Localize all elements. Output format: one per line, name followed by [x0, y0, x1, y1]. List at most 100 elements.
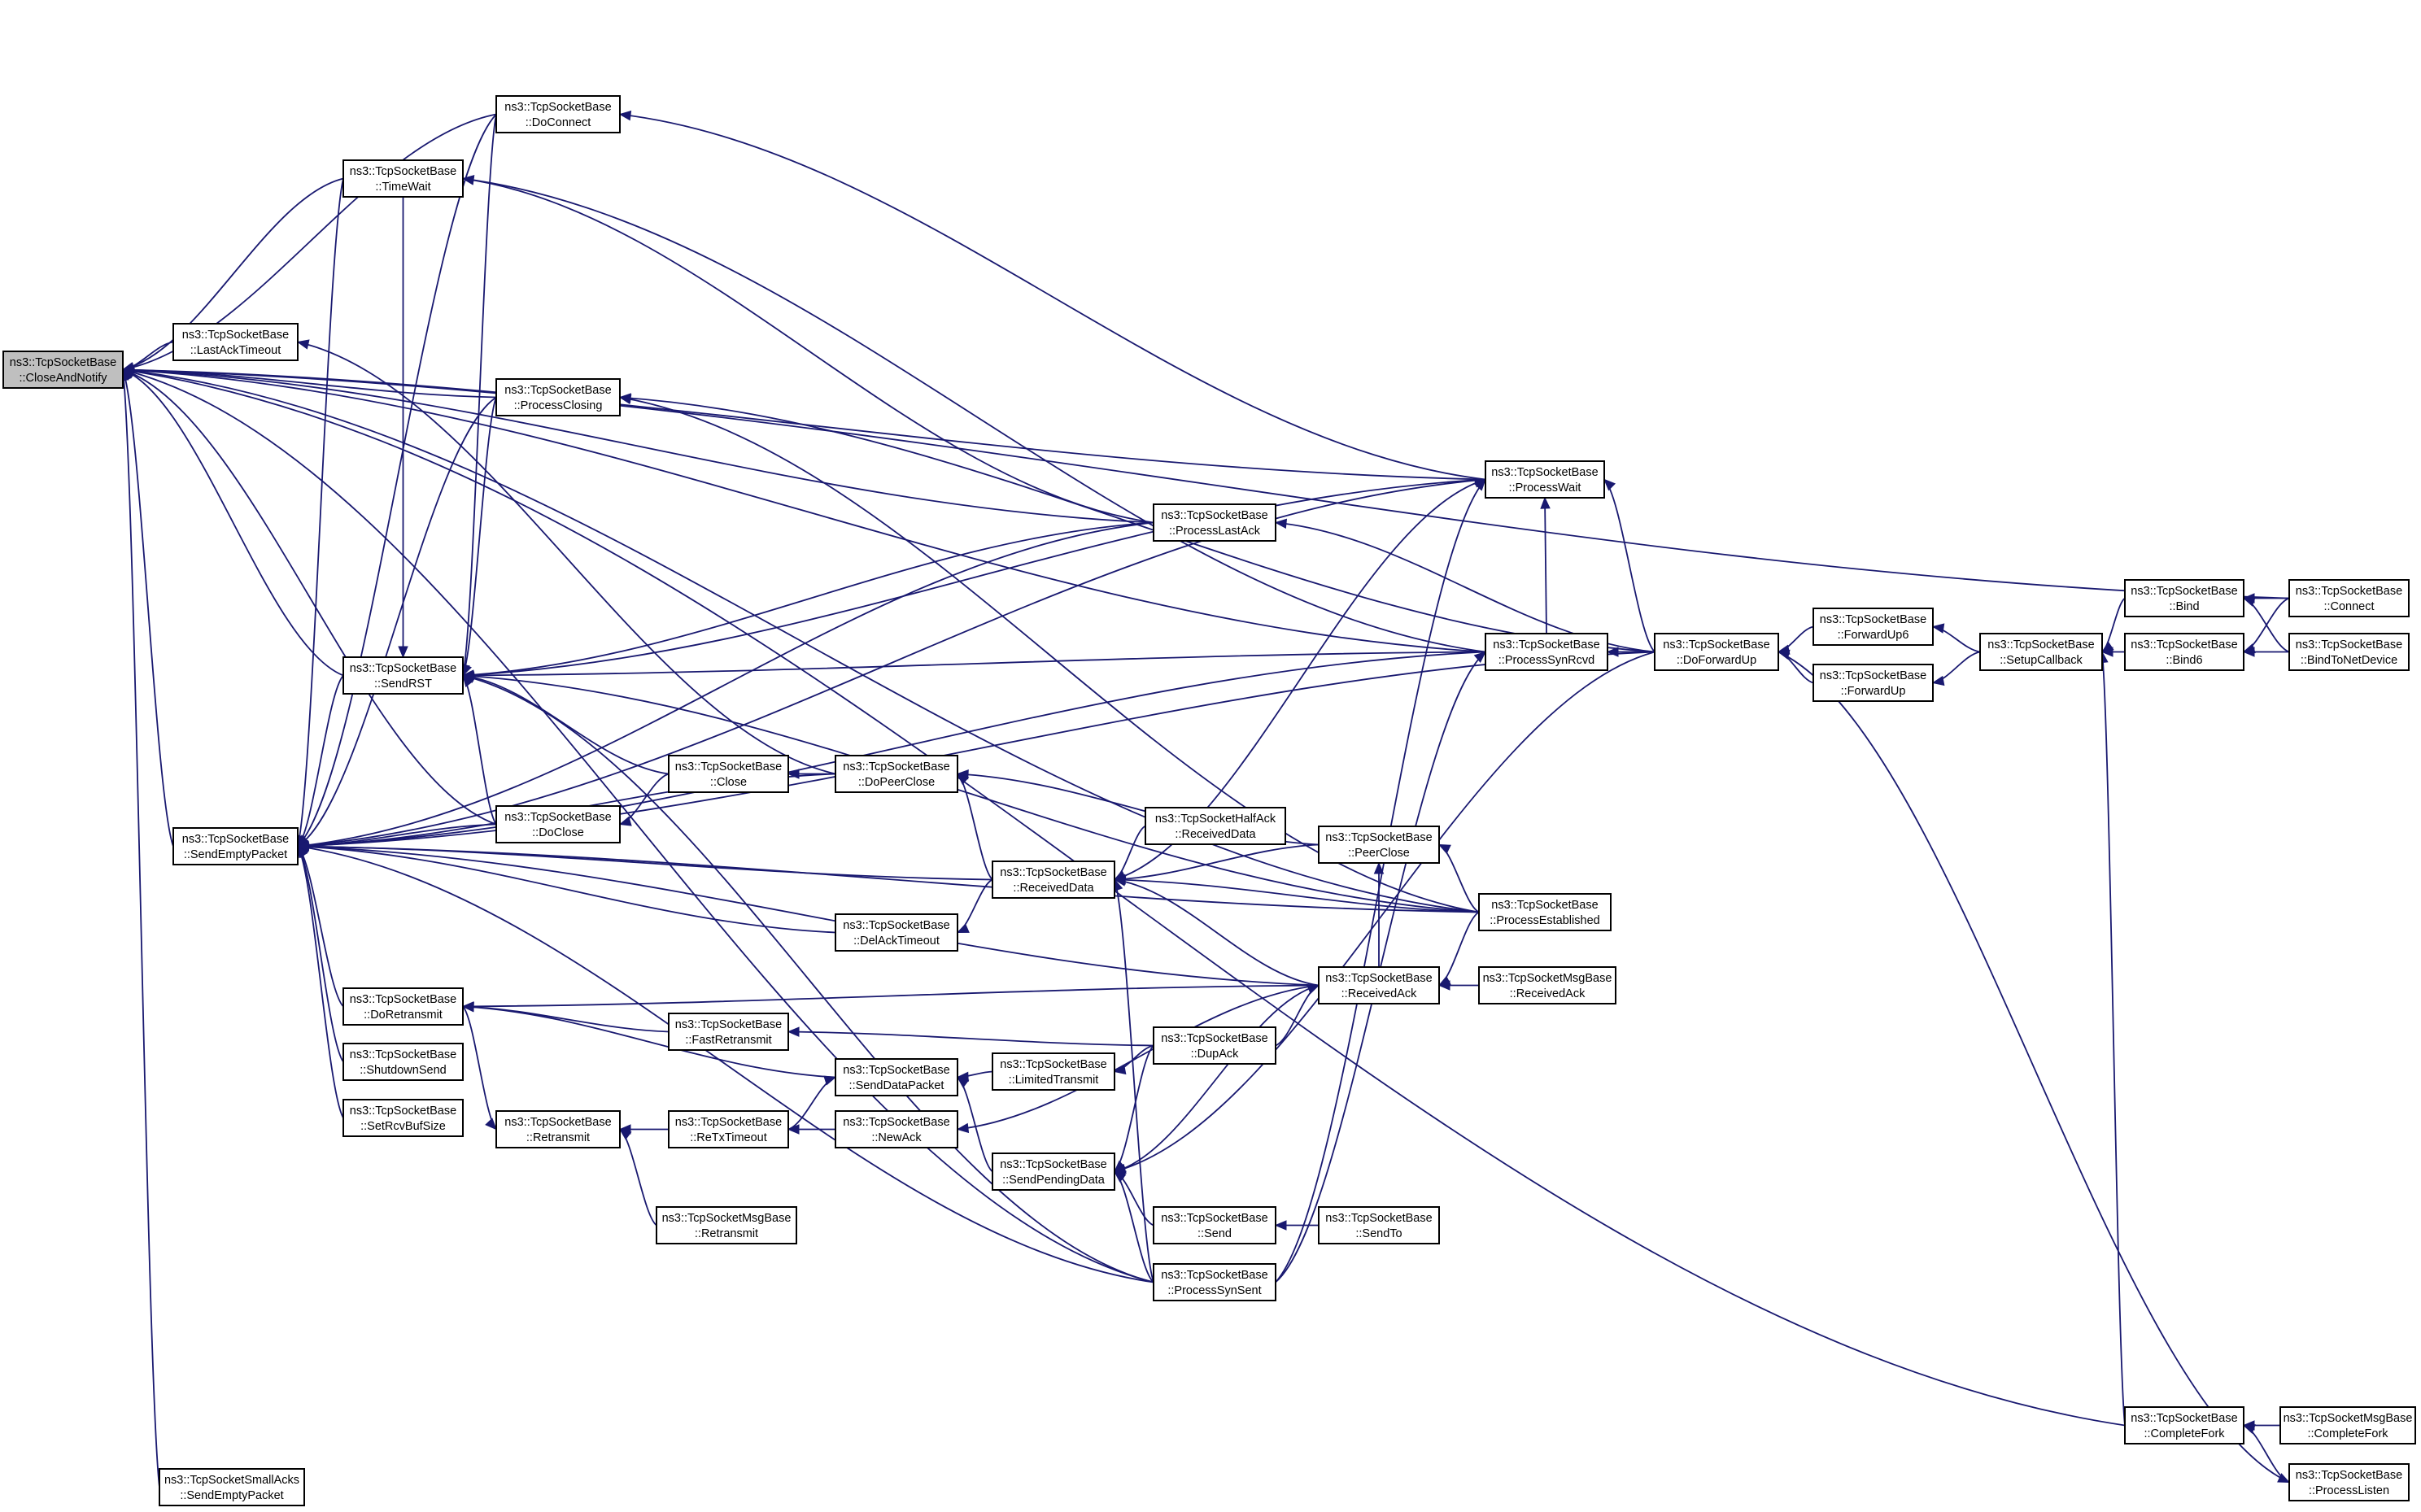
node-doforwardup[interactable]: ns3::TcpSocketBase::DoForwardUp	[1654, 633, 1779, 671]
node-setupcallback[interactable]: ns3::TcpSocketBase::SetupCallback	[1979, 633, 2103, 671]
node-box[interactable]	[992, 1052, 1115, 1091]
node-box[interactable]	[1145, 807, 1286, 845]
node-forwardup[interactable]: ns3::TcpSocketBase::ForwardUp	[1812, 664, 1934, 702]
node-box[interactable]	[992, 1153, 1115, 1191]
node-label-method: ::DoClose	[532, 826, 584, 839]
node-box[interactable]	[342, 987, 464, 1026]
node-box[interactable]	[495, 805, 621, 843]
node-box[interactable]	[2288, 579, 2410, 617]
node-dopeerclose[interactable]: ns3::TcpSocketBase::DoPeerClose	[835, 755, 958, 793]
node-close[interactable]: ns3::TcpSocketBase::Close	[668, 755, 789, 793]
node-processlisten[interactable]: ns3::TcpSocketBase::ProcessListen	[2288, 1463, 2410, 1501]
node-box[interactable]	[1318, 966, 1440, 1004]
node-processestablished[interactable]: ns3::TcpSocketBase::ProcessEstablished	[1478, 893, 1612, 931]
edge-receivedack-to-newack	[957, 984, 1320, 1131]
node-box[interactable]	[668, 1110, 789, 1148]
node-closeandnotify[interactable]: ns3::TcpSocketBase::CloseAndNotify	[2, 351, 124, 389]
node-fastretransmit[interactable]: ns3::TcpSocketBase::FastRetransmit	[668, 1013, 789, 1051]
node-box[interactable]	[835, 913, 958, 952]
edge-doretransmit-to-sendemptypacket	[297, 845, 344, 1008]
node-bind[interactable]: ns3::TcpSocketBase::Bind	[2124, 579, 2244, 617]
node-box[interactable]	[835, 1058, 958, 1096]
node-msgreceivedack[interactable]: ns3::TcpSocketMsgBase::ReceivedAck	[1478, 966, 1616, 1004]
edge-doforwardup-to-sendpendingdata	[1114, 651, 1655, 1173]
node-retransmit[interactable]: ns3::TcpSocketBase::Retransmit	[495, 1110, 621, 1148]
node-box[interactable]	[342, 159, 464, 198]
node-box[interactable]	[2288, 1463, 2410, 1501]
node-box[interactable]	[992, 861, 1115, 899]
node-box[interactable]	[1485, 633, 1608, 671]
node-peerclose[interactable]: ns3::TcpSocketBase::PeerClose	[1318, 826, 1440, 864]
node-box[interactable]	[2124, 579, 2244, 617]
node-sendemptypacket[interactable]: ns3::TcpSocketBase::SendEmptyPacket	[172, 827, 299, 865]
node-newack[interactable]: ns3::TcpSocketBase::NewAck	[835, 1110, 958, 1148]
node-senddatapacket[interactable]: ns3::TcpSocketBase::SendDataPacket	[835, 1058, 958, 1096]
node-box[interactable]	[1478, 966, 1616, 1004]
node-box[interactable]	[1812, 664, 1934, 702]
node-sendto[interactable]: ns3::TcpSocketBase::SendTo	[1318, 1206, 1440, 1244]
node-box[interactable]	[1485, 460, 1605, 499]
node-box[interactable]	[1478, 893, 1612, 931]
node-box[interactable]	[2288, 633, 2410, 671]
node-box[interactable]	[1153, 1026, 1276, 1065]
node-box[interactable]	[668, 755, 789, 793]
node-box[interactable]	[172, 827, 299, 865]
node-box[interactable]	[2124, 1406, 2244, 1444]
node-label-method: ::Retransmit	[526, 1131, 590, 1144]
node-box[interactable]	[1654, 633, 1779, 671]
node-msgcompletefork[interactable]: ns3::TcpSocketMsgBase::CompleteFork	[2279, 1406, 2416, 1444]
node-box[interactable]	[2, 351, 124, 389]
node-setrcvbufsize[interactable]: ns3::TcpSocketBase::SetRcvBufSize	[342, 1099, 464, 1137]
node-sendpendingdata[interactable]: ns3::TcpSocketBase::SendPendingData	[992, 1153, 1115, 1191]
node-bindtonetdevice[interactable]: ns3::TcpSocketBase::BindToNetDevice	[2288, 633, 2410, 671]
node-box[interactable]	[1812, 608, 1934, 646]
node-box[interactable]	[668, 1013, 789, 1051]
edge-arrowhead	[2277, 1473, 2291, 1484]
node-connect[interactable]: ns3::TcpSocketBase::Connect	[2288, 579, 2410, 617]
node-box[interactable]	[656, 1206, 797, 1244]
node-sendrst[interactable]: ns3::TcpSocketBase::SendRST	[342, 656, 464, 695]
node-box[interactable]	[495, 1110, 621, 1148]
node-processsynrcvd[interactable]: ns3::TcpSocketBase::ProcessSynRcvd	[1485, 633, 1608, 671]
node-doretransmit[interactable]: ns3::TcpSocketBase::DoRetransmit	[342, 987, 464, 1026]
node-smallacks[interactable]: ns3::TcpSocketSmallAcks::SendEmptyPacket	[159, 1468, 305, 1506]
node-limitedtransmit[interactable]: ns3::TcpSocketBase::LimitedTransmit	[992, 1052, 1115, 1091]
node-delacktimeout[interactable]: ns3::TcpSocketBase::DelAckTimeout	[835, 913, 958, 952]
node-box[interactable]	[2124, 633, 2244, 671]
node-box[interactable]	[495, 378, 621, 416]
node-send[interactable]: ns3::TcpSocketBase::Send	[1153, 1206, 1276, 1244]
node-box[interactable]	[495, 95, 621, 133]
node-box[interactable]	[1979, 633, 2103, 671]
node-box[interactable]	[835, 1110, 958, 1148]
node-box[interactable]	[1318, 1206, 1440, 1244]
node-processwait[interactable]: ns3::TcpSocketBase::ProcessWait	[1485, 460, 1605, 499]
node-receiveddata[interactable]: ns3::TcpSocketBase::ReceivedData	[992, 861, 1115, 899]
node-receivedack[interactable]: ns3::TcpSocketBase::ReceivedAck	[1318, 966, 1440, 1004]
node-box[interactable]	[1153, 503, 1276, 542]
node-box[interactable]	[172, 323, 299, 361]
node-processlastack[interactable]: ns3::TcpSocketBase::ProcessLastAck	[1153, 503, 1276, 542]
node-doclose[interactable]: ns3::TcpSocketBase::DoClose	[495, 805, 621, 843]
node-box[interactable]	[2279, 1406, 2416, 1444]
node-box[interactable]	[1153, 1263, 1276, 1301]
node-box[interactable]	[1318, 826, 1440, 864]
node-box[interactable]	[835, 755, 958, 793]
node-box[interactable]	[342, 1043, 464, 1081]
node-bind6[interactable]: ns3::TcpSocketBase::Bind6	[2124, 633, 2244, 671]
node-timewait[interactable]: ns3::TcpSocketBase::TimeWait	[342, 159, 464, 198]
node-dupack[interactable]: ns3::TcpSocketBase::DupAck	[1153, 1026, 1276, 1065]
node-doconnect[interactable]: ns3::TcpSocketBase::DoConnect	[495, 95, 621, 133]
node-msgretransmit[interactable]: ns3::TcpSocketMsgBase::Retransmit	[656, 1206, 797, 1244]
node-box[interactable]	[342, 656, 464, 695]
node-processsynsent[interactable]: ns3::TcpSocketBase::ProcessSynSent	[1153, 1263, 1276, 1301]
node-lastacktimeout[interactable]: ns3::TcpSocketBase::LastAckTimeout	[172, 323, 299, 361]
node-box[interactable]	[342, 1099, 464, 1137]
node-retxtimeout[interactable]: ns3::TcpSocketBase::ReTxTimeout	[668, 1110, 789, 1148]
node-completefork[interactable]: ns3::TcpSocketBase::CompleteFork	[2124, 1406, 2244, 1444]
node-box[interactable]	[1153, 1206, 1276, 1244]
node-shutdownsend[interactable]: ns3::TcpSocketBase::ShutdownSend	[342, 1043, 464, 1081]
node-halfack[interactable]: ns3::TcpSocketHalfAck::ReceivedData	[1145, 807, 1286, 845]
node-forwardup6[interactable]: ns3::TcpSocketBase::ForwardUp6	[1812, 608, 1934, 646]
node-processclosing[interactable]: ns3::TcpSocketBase::ProcessClosing	[495, 378, 621, 416]
node-box[interactable]	[159, 1468, 305, 1506]
